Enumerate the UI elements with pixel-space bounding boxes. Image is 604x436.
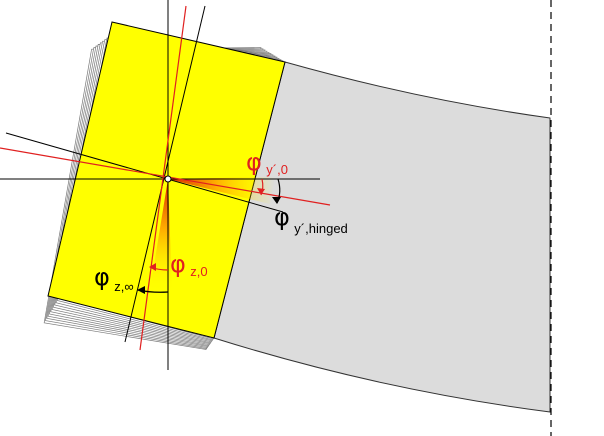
principal-axis-z-0	[139, 5, 187, 351]
arrowhead-phi-z-0	[149, 263, 156, 271]
principal-axis-y-0	[0, 147, 331, 206]
centroid-point	[164, 175, 172, 183]
label-phi-y-0: φ y´,0	[246, 148, 288, 177]
beam-segment	[213, 61, 551, 413]
label-phi-z-0: φ z,0	[170, 250, 208, 279]
rotation-fan-y	[168, 177, 275, 204]
arrowhead-phi-z-inf	[137, 286, 145, 294]
label-phi-y-hinged: φ y´,hinged	[274, 203, 348, 236]
label-phi-z-inf: φ z,∞	[94, 263, 134, 294]
arrowhead-phi-y-hinged	[272, 197, 281, 204]
arrowhead-phi-y-0	[257, 188, 265, 195]
principal-axis-z-inf	[124, 5, 206, 343]
